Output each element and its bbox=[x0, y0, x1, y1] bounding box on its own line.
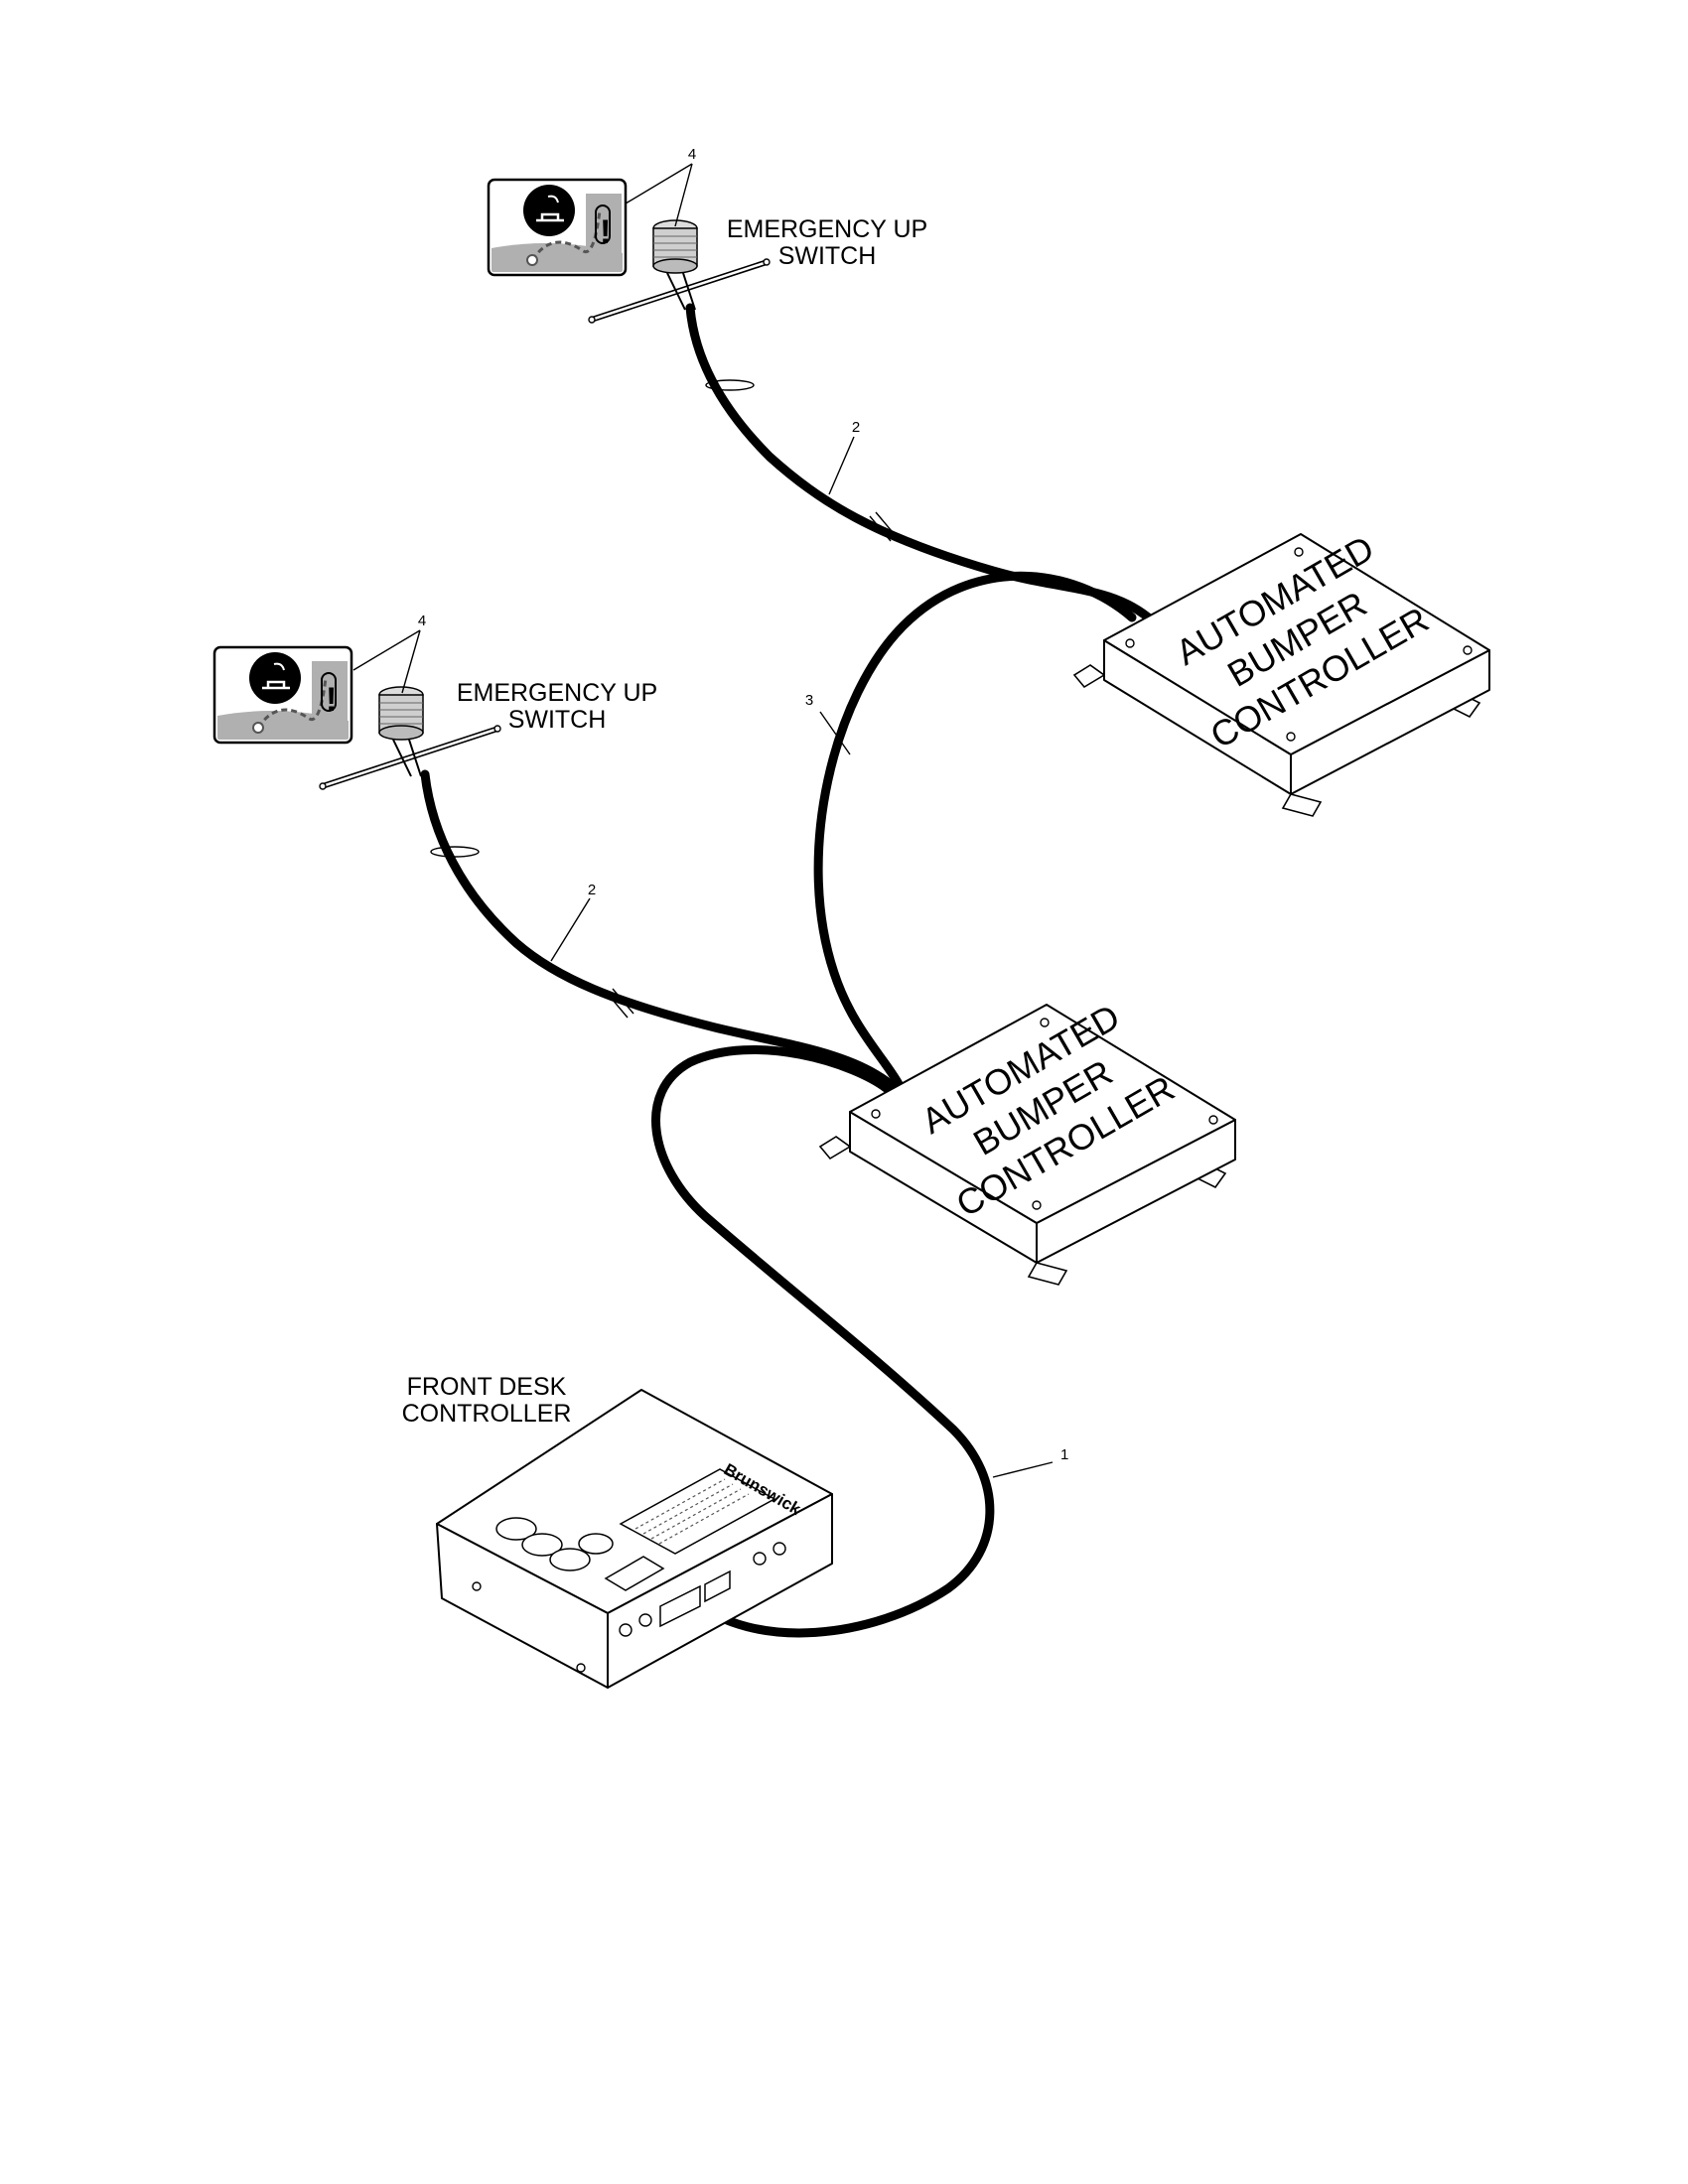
callout-2-bottom-text: 2 bbox=[588, 882, 596, 898]
warning-icon: ! bbox=[600, 213, 611, 251]
bumper-controller-top: AUTOMATED BUMPER CONTROLLER bbox=[1072, 527, 1490, 817]
cable-2-top bbox=[685, 303, 1157, 625]
front-desk-label-line1: FRONT DESK bbox=[407, 1373, 567, 1401]
cable-3 bbox=[813, 571, 1137, 1089]
switch-bottom-label-line1: EMERGENCY UP bbox=[457, 679, 657, 707]
callout-2-bottom: 2 bbox=[550, 882, 596, 962]
switch-top-label-line2: SWITCH bbox=[778, 242, 877, 270]
switch-top-label-line1: EMERGENCY UP bbox=[727, 215, 927, 243]
callout-2-top: 2 bbox=[828, 419, 860, 495]
callout-4-top: 4 bbox=[625, 146, 696, 227]
callout-1-text: 1 bbox=[1060, 1446, 1068, 1463]
callout-4-bottom-text: 4 bbox=[418, 613, 426, 629]
emergency-switch-top: ! bbox=[487, 178, 771, 324]
emergency-switch-bottom: ! bbox=[212, 645, 501, 790]
callout-4-bottom: 4 bbox=[352, 613, 426, 694]
front-desk-label-line2: CONTROLLER bbox=[402, 1400, 572, 1428]
front-desk-controller: Brunswick bbox=[436, 1389, 833, 1689]
switch-bottom-label-line2: SWITCH bbox=[508, 706, 607, 734]
cable-1 bbox=[651, 1045, 995, 1638]
callout-1: 1 bbox=[992, 1446, 1068, 1478]
bumper-controller-bottom: AUTOMATED BUMPER CONTROLLER bbox=[818, 996, 1236, 1286]
warning-icon: ! bbox=[326, 681, 337, 719]
callout-3-text: 3 bbox=[805, 692, 813, 709]
callout-4-top-text: 4 bbox=[688, 146, 696, 163]
callout-3: 3 bbox=[805, 692, 851, 755]
cable-2-bottom bbox=[420, 769, 899, 1092]
callout-2-top-text: 2 bbox=[852, 419, 860, 436]
